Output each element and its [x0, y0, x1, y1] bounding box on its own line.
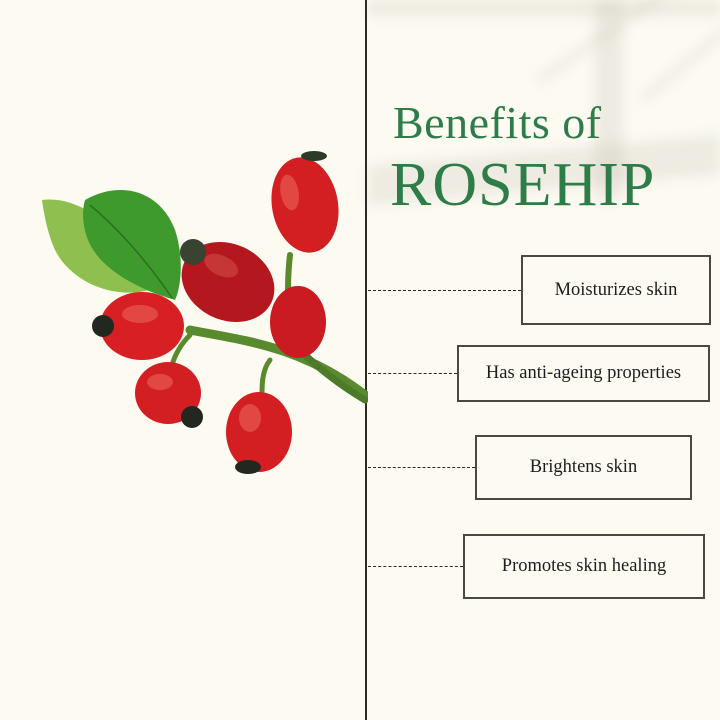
berry — [271, 157, 339, 253]
connector-line — [368, 467, 475, 468]
divider-line — [365, 0, 367, 720]
berry — [226, 392, 292, 472]
title-benefits-of: Benefits of — [393, 97, 602, 148]
benefit-label: Brightens skin — [529, 457, 638, 477]
connector-line — [368, 373, 457, 374]
benefit-box-anti-ageing: Has anti-ageing properties — [457, 345, 710, 402]
benefit-label: Has anti-ageing properties — [485, 363, 682, 383]
connector-line — [368, 566, 463, 567]
benefit-label: Moisturizes skin — [554, 279, 678, 300]
benefit-box-moisturizes: Moisturizes skin — [521, 255, 711, 325]
leaf-shadow — [640, 25, 720, 103]
title-rosehip: ROSEHIP — [390, 151, 656, 219]
benefit-box-healing: Promotes skin healing — [463, 534, 705, 599]
benefit-box-brightens: Brightens skin — [475, 435, 692, 500]
benefit-label: Promotes skin healing — [501, 556, 667, 576]
rosehip-branch-image — [42, 151, 368, 474]
window-shadow-top — [368, 0, 720, 16]
connector-line — [368, 290, 521, 291]
berry — [135, 362, 201, 424]
window-shadow-vertical — [595, 0, 623, 200]
berry — [100, 292, 184, 360]
berry — [181, 242, 275, 322]
